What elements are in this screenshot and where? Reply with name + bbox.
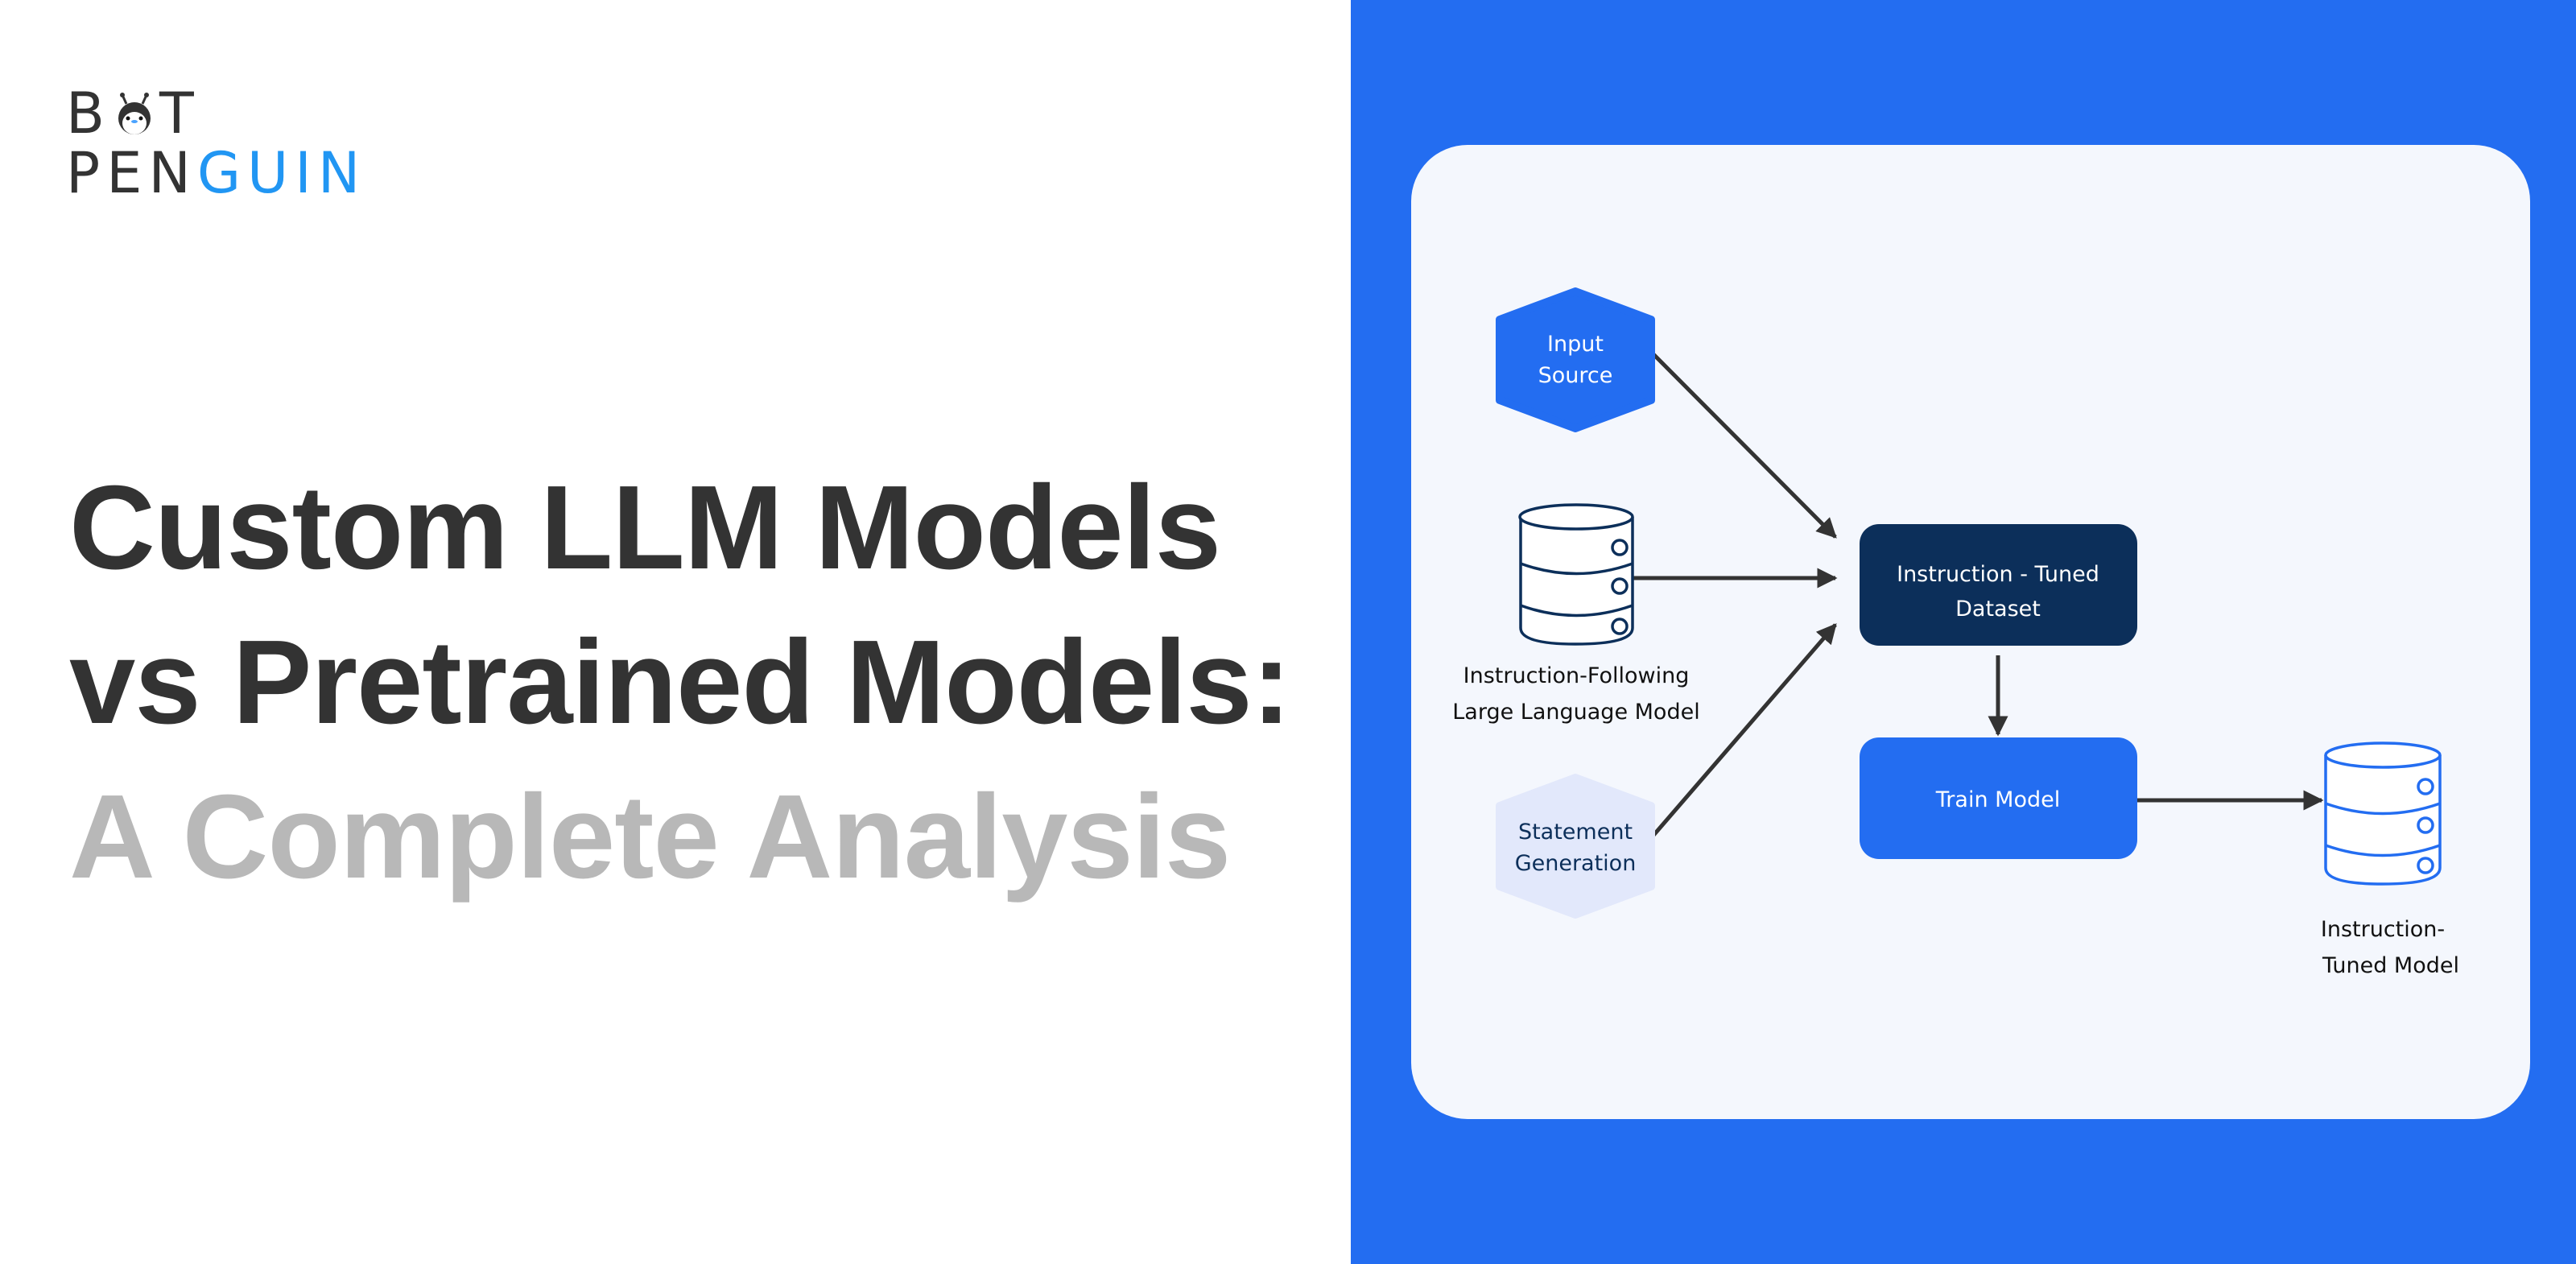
- dataset-label-1: Instruction - Tuned: [1897, 562, 2099, 587]
- input-source-label-2: Source: [1538, 363, 1613, 388]
- penguin-icon: [118, 93, 151, 134]
- output-label-2: Tuned Model: [2322, 953, 2459, 978]
- statement-label-1: Statement: [1518, 820, 1633, 845]
- title-line-2: vs Pretrained Models:: [69, 616, 1291, 749]
- logo-pen: PEN: [66, 140, 197, 206]
- arrow-input-to-dataset: [1649, 350, 1837, 539]
- train-model-label: Train Model: [1935, 787, 2060, 812]
- title-line-1: Custom LLM Models: [69, 461, 1221, 594]
- train-model-node: Train Model: [1860, 737, 2137, 859]
- llm-label-2: Large Language Model: [1452, 700, 1699, 725]
- logo-letter-t: T: [159, 81, 200, 147]
- llm-label-1: Instruction-Following: [1463, 663, 1690, 688]
- output-database-icon: [2324, 741, 2442, 886]
- logo-guin: GUIN: [196, 140, 367, 206]
- statement-label-2: Generation: [1515, 851, 1637, 876]
- statement-generation-node: Statement Generation: [1496, 774, 1655, 919]
- title-subtitle: A Complete Analysis: [69, 770, 1231, 903]
- database-icon: [1518, 503, 1634, 646]
- arrow-statement-to-dataset: [1649, 623, 1837, 840]
- dataset-label-2: Dataset: [1955, 597, 2041, 622]
- output-label-1: Instruction-: [2321, 917, 2445, 942]
- input-source-label-1: Input: [1547, 332, 1604, 357]
- page-title: Custom LLM Models vs Pretrained Models: …: [69, 451, 1291, 915]
- instruction-tuned-dataset-node: Instruction - Tuned Dataset: [1860, 524, 2137, 646]
- logo-letter-b: B: [66, 81, 112, 147]
- input-source-node: Input Source: [1496, 287, 1655, 432]
